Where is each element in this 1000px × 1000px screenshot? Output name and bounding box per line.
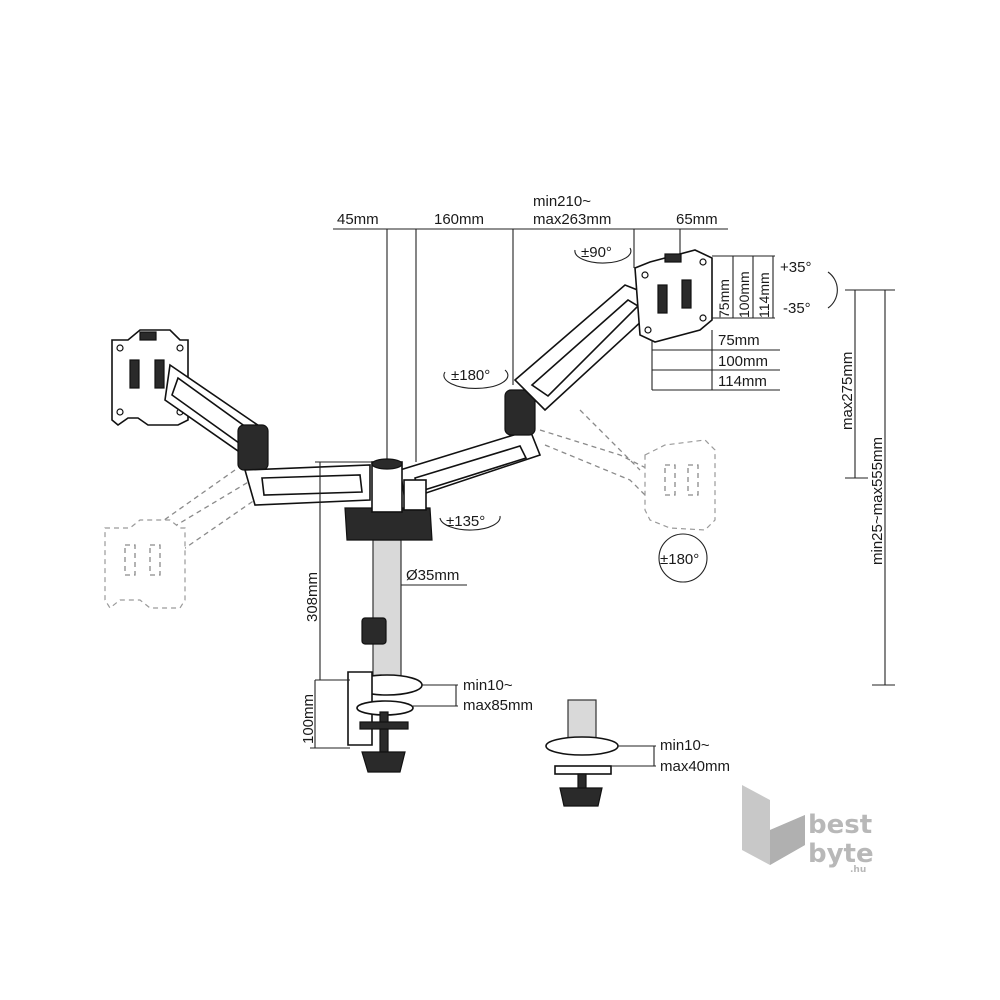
rot-135-label: ±135°	[446, 513, 485, 530]
clamp-dims: 100mm min10~ max85mm	[300, 677, 533, 749]
grommet-dims: min10~ max40mm	[611, 737, 730, 775]
rotation-135-indicator: ±135°	[439, 513, 501, 531]
tilt-indicator: +35° -35°	[780, 259, 838, 317]
tilt-up-label: +35°	[780, 259, 811, 276]
pole-diameter-label: Ø35mm	[406, 567, 459, 584]
grommet-max40-label: max40mm	[660, 758, 730, 775]
desk-clamp	[347, 671, 423, 773]
pole-308-label: 308mm	[304, 572, 321, 622]
vesa-h114-label: 114mm	[718, 373, 767, 390]
height-dims: max275mm min25~max555mm	[839, 289, 895, 686]
dim-45mm: 45mm	[337, 211, 379, 228]
top-dimensions: 45mm 160mm min210~ max263mm 65mm	[333, 193, 728, 462]
dim-65mm: 65mm	[676, 211, 718, 228]
pole-assembly	[344, 458, 433, 686]
rot-180-arm-label: ±180°	[451, 367, 490, 384]
clamp-min10-label: min10~	[463, 677, 513, 694]
rot-90-label: ±90°	[581, 244, 612, 261]
dim-min210: min210~	[533, 193, 591, 210]
rotation-90-indicator: ±90°	[574, 244, 632, 264]
right-vesa-plate	[634, 249, 713, 343]
vesa-v114-label: 114mm	[756, 272, 772, 318]
rotation-180-ghost-indicator: ±180°	[658, 533, 708, 583]
vesa-horizontal-dims: 75mm 100mm 114mm	[651, 330, 780, 391]
tilt-down-label: -35°	[783, 300, 811, 317]
dim-max263: max263mm	[533, 211, 611, 228]
pole-dims: 308mm Ø35mm	[304, 461, 467, 681]
vesa-v75-label: 75mm	[716, 279, 732, 318]
vesa-h75-label: 75mm	[718, 332, 760, 349]
min25-max555-label: min25~max555mm	[869, 437, 886, 565]
rot-180-ghost-label: ±180°	[660, 551, 699, 568]
grommet-mount	[545, 699, 619, 807]
vesa-vertical-dims: 75mm 100mm 114mm	[712, 255, 775, 319]
right-upper-arm	[513, 284, 651, 412]
dim-160mm: 160mm	[434, 211, 484, 228]
rotation-180-arm-indicator: ±180°	[443, 367, 509, 389]
vesa-v100-label: 100mm	[736, 271, 752, 318]
vesa-h100-label: 100mm	[718, 353, 768, 370]
left-lower-arm	[243, 464, 371, 506]
ghost-right-arm	[539, 409, 716, 531]
clamp-max85-label: max85mm	[463, 697, 533, 714]
clamp-100-label: 100mm	[300, 694, 317, 744]
ghost-left-arm	[104, 469, 263, 609]
max275-label: max275mm	[839, 352, 856, 430]
logo-suffix: .hu	[850, 865, 866, 875]
logo-byte: byte	[808, 839, 874, 869]
logo-best: best	[808, 810, 872, 840]
grommet-min10-label: min10~	[660, 737, 710, 754]
bestbyte-logo: best byte .hu	[742, 785, 874, 875]
